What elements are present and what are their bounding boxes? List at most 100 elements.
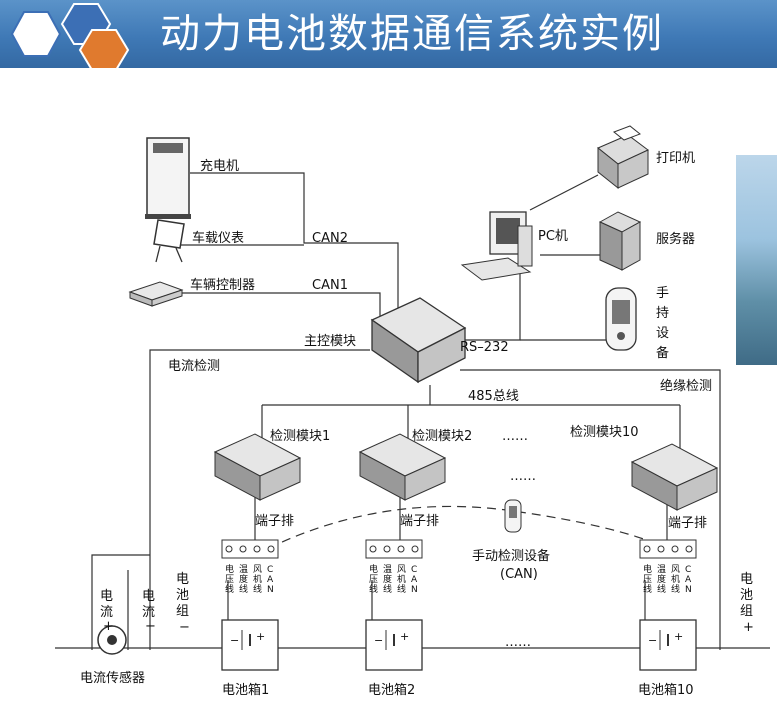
svg-text:−: −: [230, 634, 239, 647]
wire-label: 线: [383, 583, 392, 595]
bus485-label: 485总线: [468, 389, 519, 404]
wire-label: 压: [225, 574, 234, 585]
wire-label: 机: [397, 573, 406, 585]
wire-label: 度: [657, 573, 666, 585]
printer-label: 打印机: [656, 151, 695, 166]
wire-label: C: [411, 565, 417, 575]
wire-label: 线: [397, 583, 406, 595]
wire-label: N: [267, 585, 274, 595]
wire-label: 电: [369, 563, 378, 575]
current-detect-label: 电流检测: [168, 359, 220, 374]
server-icon: [598, 211, 642, 271]
pack-minus-4: −: [179, 620, 190, 635]
detect-module-10-label: 检测模块10: [570, 425, 639, 440]
terminal-block-2-label: 端子排: [400, 514, 439, 529]
pack-plus-1: 电: [740, 572, 753, 587]
insulation-detect-label: 绝缘检测: [660, 378, 712, 394]
current-plus-1: 电: [100, 589, 113, 604]
side-photo: [736, 155, 777, 365]
handheld-device-icon: [605, 287, 637, 351]
wire-label: 电: [225, 563, 234, 575]
wire-label: 压: [643, 574, 652, 585]
charger-icon: [145, 137, 191, 219]
wire-label: 度: [383, 573, 392, 585]
battery-box-1-label: 电池箱1: [222, 682, 269, 698]
current-plus-2: 流: [100, 605, 113, 620]
svg-text:−: −: [648, 634, 657, 647]
pc-icon: [460, 211, 533, 281]
ellipsis-bottom: ……: [505, 635, 531, 650]
wire-label: A: [411, 575, 418, 585]
pack-plus-2: 池: [740, 588, 753, 603]
wire-label: 线: [225, 583, 234, 595]
manual-device-label: 手动检测设备: [472, 548, 550, 564]
pack-minus-1: 电: [176, 572, 189, 587]
title-banner: 动力电池数据通信系统实例: [0, 0, 777, 68]
charger-label: 充电机: [200, 158, 239, 174]
terminal-block-1: [221, 539, 279, 559]
terminal-block-10: [639, 539, 697, 559]
wire-label: 温: [239, 564, 248, 575]
battery-box-2-label: 电池箱2: [368, 682, 415, 698]
terminal-block-10-label: 端子排: [668, 516, 707, 531]
detect-module-2-icon: [358, 433, 447, 501]
pack-minus-2: 池: [176, 588, 189, 603]
detect-module-1-label: 检测模块1: [270, 429, 330, 444]
wire-label: 线: [239, 583, 248, 595]
current-minus-1: 电: [142, 589, 155, 604]
dashboard-label: 车载仪表: [192, 230, 244, 246]
wire-labels-1: 电 压 线 温 度 线 风 机 线 C A N: [225, 563, 274, 595]
current-sensor-label: 电流传感器: [80, 670, 145, 686]
svg-text:+: +: [400, 630, 409, 643]
battery-box-10-label: 电池箱10: [638, 682, 694, 698]
wire-label: A: [267, 575, 274, 585]
wire-labels-2: 电 压 线 温 度 线 风 机 线 C A N: [369, 563, 418, 595]
handheld-label-3: 设: [656, 326, 669, 341]
dashboard-icon: [153, 219, 185, 263]
battery-box-2: −+: [365, 619, 423, 671]
wire-label: 线: [369, 583, 378, 595]
wire-label: 机: [253, 573, 262, 585]
ellipsis-mid: ……: [510, 469, 536, 484]
wire-label: 线: [657, 583, 666, 595]
handheld-label-2: 持: [656, 306, 669, 321]
can1-label: CAN1: [312, 278, 348, 293]
wire-label: 线: [671, 583, 680, 595]
wire-label: N: [685, 585, 692, 595]
terminal-block-1-label: 端子排: [255, 514, 294, 529]
detect-module-10-icon: [630, 443, 719, 511]
wire-label: 温: [657, 564, 666, 575]
battery-communication-diagram: 充电机 车载仪表 CAN2 车辆控制器 CAN1 主控模块 RS–232 PC机…: [55, 125, 770, 698]
ellipsis-top: ……: [502, 429, 528, 444]
wire-label: 线: [643, 583, 652, 595]
wire-label: 线: [253, 583, 262, 595]
wire-label: 风: [253, 564, 262, 575]
vehicle-controller-icon: [128, 281, 184, 307]
pack-plus-4: +: [743, 620, 754, 635]
svg-text:+: +: [256, 630, 265, 643]
wire-label: N: [411, 585, 418, 595]
page-title: 动力电池数据通信系统实例: [160, 11, 664, 57]
vehicle-controller-label: 车辆控制器: [190, 277, 255, 293]
rs232-label: RS–232: [460, 340, 509, 355]
current-sensor-icon: [97, 625, 127, 655]
master-module-label: 主控模块: [304, 334, 356, 349]
svg-text:+: +: [674, 630, 683, 643]
wire-label: C: [685, 565, 691, 575]
battery-box-10: −+: [639, 619, 697, 671]
current-plus-3: +: [103, 619, 114, 634]
wire-labels-10: 电 压 线 温 度 线 风 机 线 C A N: [643, 563, 692, 595]
wire-label: 度: [239, 573, 248, 585]
hexagon-logo-icon: [10, 3, 130, 68]
detect-module-2-label: 检测模块2: [412, 429, 472, 444]
wire-label: 电: [643, 563, 652, 575]
handheld-label-4: 备: [656, 345, 669, 361]
wire-label: 机: [671, 573, 680, 585]
pack-plus-3: 组: [740, 604, 753, 619]
wire-label: 温: [383, 564, 392, 575]
wire-label: 风: [671, 564, 680, 575]
pc-label: PC机: [538, 229, 568, 244]
master-module-icon: [370, 297, 467, 384]
wire-label: 风: [397, 564, 406, 575]
current-minus-3: −: [145, 619, 156, 634]
